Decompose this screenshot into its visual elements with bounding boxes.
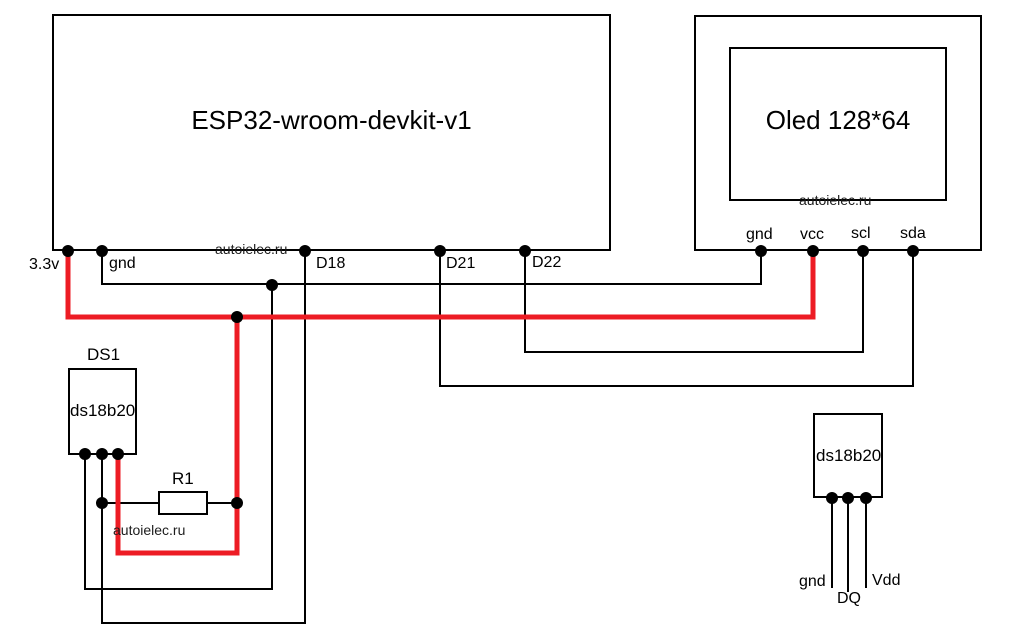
junction-dot <box>857 245 869 257</box>
pin-label-oled-sda: sda <box>900 225 926 242</box>
junction-dot <box>755 245 767 257</box>
wire-d22-scl <box>524 251 864 353</box>
wire-ds1-dq-to-d18 <box>101 251 306 624</box>
oled-box <box>694 15 982 251</box>
oled-screen-box <box>729 47 947 201</box>
wire-gnd-net <box>101 251 762 285</box>
signal-wires <box>84 251 914 624</box>
wire-power-ds1-branch <box>115 317 240 556</box>
esp32-box <box>52 14 611 251</box>
wire-power-3v3-rail <box>65 251 816 320</box>
junction-dot <box>96 497 108 509</box>
resistor-body <box>158 491 208 515</box>
junction-dot <box>519 245 531 257</box>
junction-dot <box>231 311 243 323</box>
junction-dot <box>112 448 124 460</box>
pin-label-oled-gnd: gnd <box>746 226 773 243</box>
pin-label-esp32-d18: D18 <box>316 255 346 272</box>
pin-label-oled-vcc: vcc <box>800 226 824 243</box>
power-wires <box>65 251 816 556</box>
junction-dot <box>266 279 278 291</box>
junction-dot <box>434 245 446 257</box>
pin-label-oled-scl: scl <box>851 225 871 242</box>
pin-label-esp32-d22: D22 <box>532 254 562 271</box>
pin-label-sensor2-dq: DQ <box>837 590 861 607</box>
esp32-title: ESP32-wroom-devkit-v1 <box>191 105 472 135</box>
watermark-text: autoielec.ru <box>215 241 288 257</box>
junction-dot <box>807 245 819 257</box>
pin-label-esp32-d21: D21 <box>446 255 476 272</box>
wire-ds1-gnd-branch <box>84 284 273 590</box>
junction-dot <box>907 245 919 257</box>
junction-dot <box>62 245 74 257</box>
junction-dot <box>826 492 838 504</box>
pin-label-esp32-3v3: 3.3v <box>29 256 60 273</box>
pin-label-sensor2-gnd: gnd <box>799 573 826 590</box>
pin-label-sensor2-vdd: Vdd <box>872 572 901 589</box>
junction-dot <box>299 245 311 257</box>
ds1-part-label: ds18b20 <box>70 401 136 420</box>
pin-label-esp32-gnd: gnd <box>109 255 136 272</box>
junction-dot <box>231 497 243 509</box>
junction-dot <box>79 448 91 460</box>
sensor-pinout-part-label: ds18b20 <box>816 446 882 465</box>
junction-dot <box>96 448 108 460</box>
junction-dot <box>96 245 108 257</box>
junction-dot <box>842 492 854 504</box>
r1-designator: R1 <box>172 469 194 488</box>
watermark-text: autoielec.ru <box>799 192 872 208</box>
junction-dot <box>860 492 872 504</box>
watermark-text: autoielec.ru <box>113 522 186 538</box>
ds1-designator: DS1 <box>87 345 121 364</box>
junction-dots <box>62 245 919 509</box>
oled-title: Oled 128*64 <box>765 105 911 135</box>
